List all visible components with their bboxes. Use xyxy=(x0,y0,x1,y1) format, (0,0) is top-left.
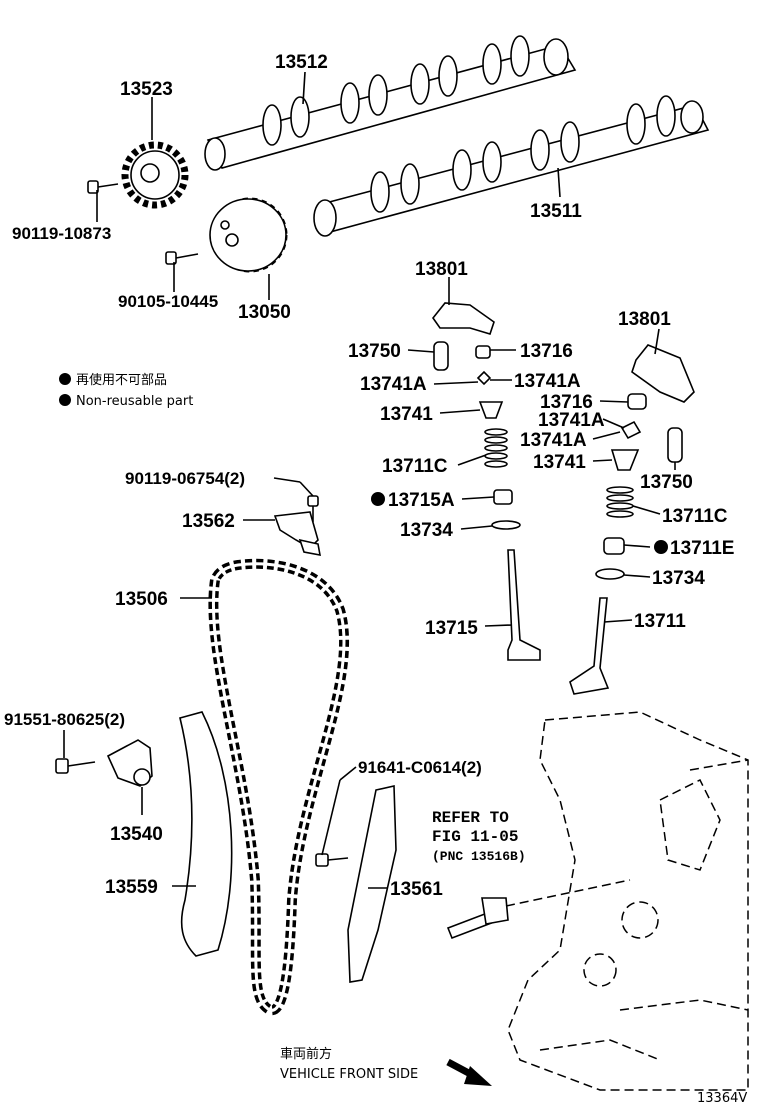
engine-block xyxy=(507,711,749,1091)
label-13512: 13512 xyxy=(275,52,328,73)
non-reusable-bullet-icon xyxy=(59,394,71,406)
label-13801-left: 13801 xyxy=(415,259,468,280)
vehicle-front-arrow-icon xyxy=(446,1058,492,1086)
label-13741a-right1: 13741A xyxy=(538,410,605,431)
label-13711: 13711 xyxy=(634,611,686,632)
valvetrain-right xyxy=(569,344,695,695)
label-13741a-right2: 13741A xyxy=(520,430,587,451)
label-13711c-left: 13711C xyxy=(382,456,448,477)
label-13506: 13506 xyxy=(115,589,168,610)
label-13741a-left1: 13741A xyxy=(360,374,427,395)
vvt-gear-13050 xyxy=(209,197,288,273)
legend: 再使用不可部品 Non-reusable part xyxy=(59,372,193,409)
label-13715a: 13715A xyxy=(388,490,455,511)
tensioner-13540 xyxy=(106,739,153,787)
non-reusable-bullet-icon xyxy=(654,540,668,554)
chain-slipper-13559 xyxy=(179,711,233,957)
sprocket-13523 xyxy=(121,141,189,209)
direction-note: 車両前方 VEHICLE FRONT SIDE xyxy=(280,1046,418,1082)
label-90119-10873: 90119-10873 xyxy=(12,224,111,243)
non-reusable-bullet-icon xyxy=(59,373,71,385)
label-13711c-right: 13711C xyxy=(662,506,728,527)
label-13523: 13523 xyxy=(120,79,173,100)
label-13559: 13559 xyxy=(105,877,158,898)
label-13050: 13050 xyxy=(238,302,291,323)
bolt-90119-10873 xyxy=(87,180,119,194)
chain-guide-13562 xyxy=(273,511,321,557)
label-13561: 13561 xyxy=(390,879,443,900)
label-13750-left: 13750 xyxy=(348,341,401,362)
legend-jp: 再使用不可部品 xyxy=(76,372,167,388)
bolt-91641-c0614 xyxy=(315,853,349,867)
label-90119-06754: 90119-06754(2) xyxy=(125,469,245,488)
label-13540: 13540 xyxy=(110,824,163,845)
label-13741-right: 13741 xyxy=(533,452,586,473)
camshaft-13512 xyxy=(204,35,577,171)
label-91551-80625: 91551-80625(2) xyxy=(4,710,125,729)
refer-note: REFER TO FIG 11-05 (PNC 13516B) xyxy=(432,809,526,864)
label-90105-10445: 90105-10445 xyxy=(118,292,218,311)
label-13741a-left2: 13741A xyxy=(514,371,581,392)
label-13715: 13715 xyxy=(425,618,478,639)
label-13711e: 13711E xyxy=(670,538,734,559)
bolt-90105-10445 xyxy=(165,251,199,265)
bolt-91551-80625 xyxy=(55,758,96,774)
direction-en: VEHICLE FRONT SIDE xyxy=(280,1067,418,1082)
refer-line-2: FIG 11-05 xyxy=(432,828,518,846)
legend-en: Non-reusable part xyxy=(76,394,193,409)
label-13716-right: 13716 xyxy=(540,392,593,413)
camshaft-13511 xyxy=(313,95,710,237)
oil-jet-part xyxy=(446,879,631,940)
valvetrain-left xyxy=(432,302,541,661)
label-13716-left: 13716 xyxy=(520,341,573,362)
figure-id: 13364V xyxy=(697,1091,747,1106)
non-reusable-bullet-icon xyxy=(371,492,385,506)
callout-labels: 13512 13523 13511 90119-10873 90105-1044… xyxy=(4,52,734,900)
label-13741-left: 13741 xyxy=(380,404,433,425)
label-13562: 13562 xyxy=(182,511,235,532)
label-13734-left: 13734 xyxy=(400,520,453,541)
label-91641-c0614: 91641-C0614(2) xyxy=(358,758,482,777)
leader-lines xyxy=(63,71,676,889)
refer-line-1: REFER TO xyxy=(432,809,509,827)
label-13734-right: 13734 xyxy=(652,568,705,589)
chain-guide-13561 xyxy=(347,785,397,983)
label-13801-right: 13801 xyxy=(618,309,671,330)
label-13750-right: 13750 xyxy=(640,472,693,493)
direction-jp: 車両前方 xyxy=(280,1046,332,1062)
timing-chain-13506 xyxy=(208,558,349,1016)
label-13511: 13511 xyxy=(530,201,582,222)
refer-line-3: (PNC 13516B) xyxy=(432,849,526,864)
